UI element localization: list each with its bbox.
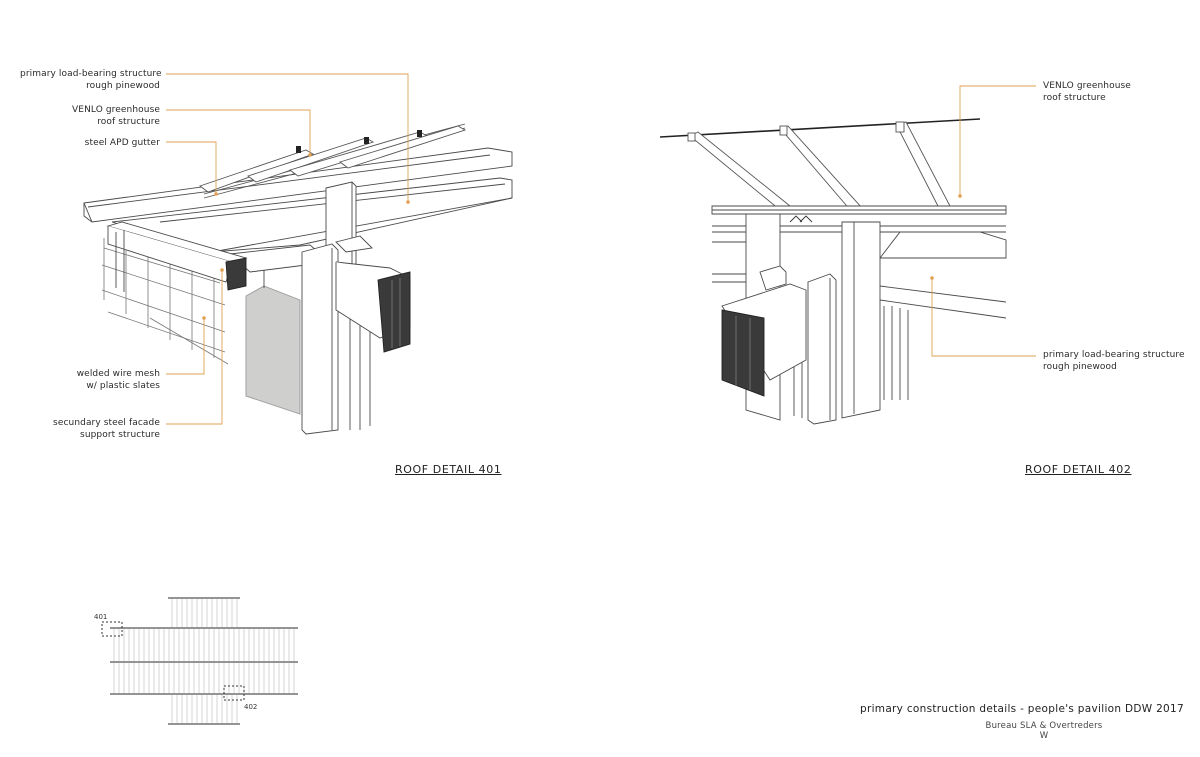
label-line: rough pinewood xyxy=(86,81,160,91)
label-line: VENLO greenhouse xyxy=(1043,81,1131,91)
label-primary-structure-401: primary load-bearing structure rough pin… xyxy=(20,68,162,92)
venlo-rafters xyxy=(687,121,951,213)
label-line: primary load-bearing structure xyxy=(1043,350,1185,360)
venlo-roof-structure xyxy=(199,123,467,199)
edge-beam xyxy=(106,221,248,292)
callout-box-401 xyxy=(101,621,123,637)
key-plan-tag-402: 402 xyxy=(244,703,258,711)
tie-rod xyxy=(659,118,981,138)
label-line: primary load-bearing structure xyxy=(20,69,162,79)
roof-detail-402-drawing xyxy=(659,118,1007,425)
detail-title-401: ROOF DETAIL 401 xyxy=(395,463,502,476)
cross-beam-402 xyxy=(721,265,807,397)
label-venlo-401: VENLO greenhouse roof structure xyxy=(20,104,160,128)
key-plan xyxy=(101,597,298,725)
cross-beam xyxy=(335,235,411,353)
label-facade-support-401: secundary steel facade support structure xyxy=(20,417,160,441)
label-line: steel APD gutter xyxy=(84,138,160,148)
facade-panel xyxy=(245,285,301,415)
sheet-title: primary construction details - people's … xyxy=(860,703,1184,715)
label-line: support structure xyxy=(80,430,160,440)
roof-detail-401-drawing xyxy=(83,123,513,435)
label-gutter-401: steel APD gutter xyxy=(20,137,160,149)
plan-hatching xyxy=(113,599,295,723)
label-line: rough pinewood xyxy=(1043,362,1117,372)
detail-401-leaders xyxy=(166,73,410,425)
callout-box-402 xyxy=(223,685,245,701)
label-line: welded wire mesh xyxy=(76,369,160,379)
label-wire-mesh-401: welded wire mesh w/ plastic slates xyxy=(20,368,160,392)
label-line: secundary steel facade xyxy=(53,418,160,428)
steel-gutter xyxy=(83,147,513,223)
sheet-subtitle: Bureau SLA & Overtreders W xyxy=(985,721,1103,741)
label-line: roof structure xyxy=(1043,93,1106,103)
detail-402-leaders xyxy=(930,85,1036,357)
key-plan-tag-401: 401 xyxy=(94,613,108,621)
label-venlo-402: VENLO greenhouse roof structure xyxy=(1043,80,1131,104)
label-line: roof structure xyxy=(97,117,160,127)
label-line: w/ plastic slates xyxy=(86,381,160,391)
label-primary-structure-402: primary load-bearing structure rough pin… xyxy=(1043,349,1185,373)
label-line: VENLO greenhouse xyxy=(72,105,160,115)
detail-title-402: ROOF DETAIL 402 xyxy=(1025,463,1132,476)
